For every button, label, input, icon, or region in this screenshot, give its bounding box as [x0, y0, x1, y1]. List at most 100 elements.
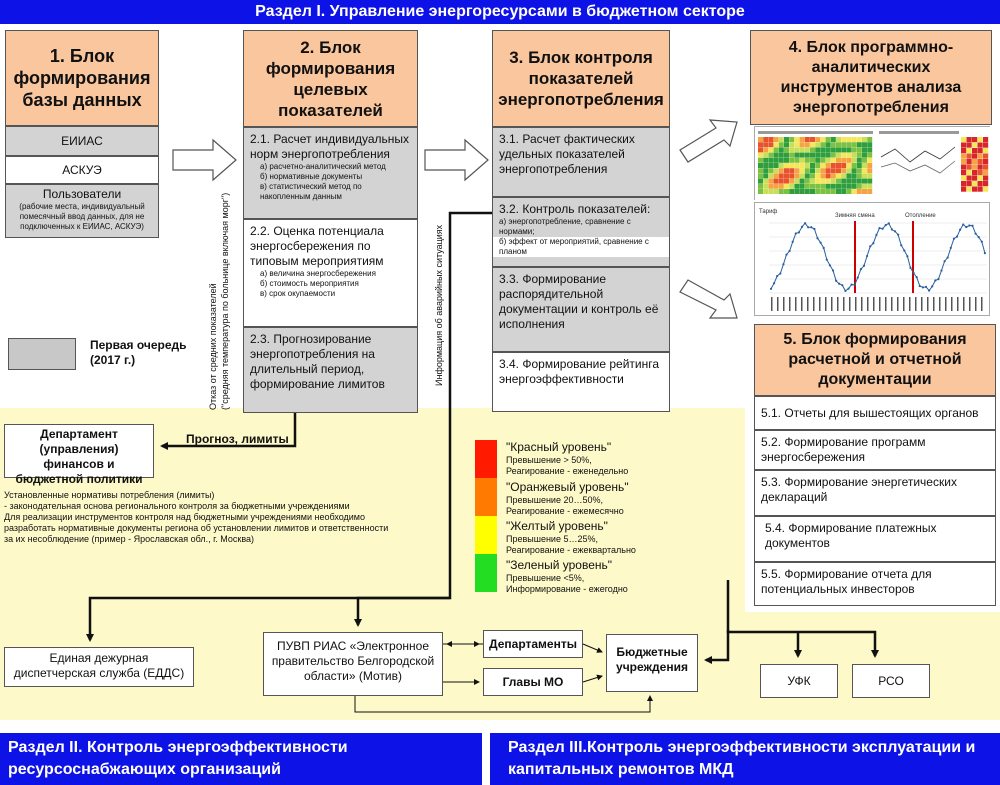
line-point	[838, 282, 841, 285]
heatmap-cell	[851, 142, 857, 148]
x-tick-label	[909, 297, 911, 311]
x-tick-label	[825, 297, 827, 311]
heatmap-cell	[977, 186, 983, 192]
heatmap-cell	[804, 147, 810, 153]
line-point	[788, 249, 791, 253]
line-point	[819, 241, 822, 244]
heatmap-cell	[810, 157, 815, 163]
heatmap-cell	[778, 137, 784, 142]
heatmap-cell	[977, 142, 983, 148]
heatmap-cell	[846, 142, 852, 148]
line-point	[816, 237, 819, 240]
heatmap-cell	[851, 147, 857, 153]
block5-item4: 5.4. Формирование платежных документов	[754, 516, 996, 562]
line-point	[946, 256, 949, 259]
heatmap-cell	[820, 189, 826, 194]
heatmap-cell	[851, 178, 857, 184]
heatmap-cell	[972, 181, 978, 187]
block5-title: 5. Блок формирования расчетной и отчетно…	[754, 324, 996, 396]
heatmap-cell	[784, 168, 789, 174]
heatmap-cell	[825, 147, 831, 153]
heatmap-cell	[794, 157, 800, 163]
level-red-text: "Красный уровень" Превышение > 50%, Реаг…	[506, 440, 629, 476]
heatmap-cell	[789, 163, 795, 168]
x-tick-label	[813, 297, 815, 311]
heatmap-cell	[810, 183, 815, 189]
heatmap-cell	[841, 189, 847, 194]
heatmap-cell	[983, 175, 989, 181]
heatmap-cell	[825, 163, 831, 168]
line-point	[773, 282, 776, 285]
block4-title: 4. Блок программно-аналитических инструм…	[750, 30, 992, 125]
line-point	[862, 264, 866, 267]
heatmap-cell	[851, 189, 857, 194]
heatmap-cell	[825, 173, 831, 179]
heatmap-cell	[830, 173, 836, 179]
x-tick-label	[795, 297, 797, 311]
heatmap-cell	[972, 186, 978, 192]
x-tick-label	[771, 297, 773, 311]
heatmap-cell	[961, 159, 967, 165]
heatmap-cell	[862, 168, 867, 174]
heatmap-cell	[784, 183, 789, 189]
heatmap-cell	[810, 168, 815, 174]
heatmap-cell	[961, 164, 967, 170]
heatmap-cell	[773, 173, 779, 179]
heatmap-cell	[815, 147, 821, 153]
heatmap-cell	[972, 159, 978, 165]
heatmap-cell	[856, 163, 862, 168]
heatmap-cell	[763, 147, 769, 153]
heatmap-cell	[799, 157, 805, 163]
heatmap-cell	[773, 142, 779, 148]
heatmap-cell	[758, 163, 763, 168]
block5-down	[726, 580, 879, 658]
heatmap-cell	[851, 157, 857, 163]
section-3-banner: Раздел III.Контроль энергоэффективности …	[490, 733, 1000, 785]
line-point	[835, 279, 838, 282]
forecast-arrow	[160, 413, 297, 450]
line-point	[866, 254, 869, 258]
heatmap-cell	[789, 178, 795, 184]
heatmap-cell	[983, 164, 989, 170]
heatmap-cell	[830, 147, 836, 153]
line-point	[977, 236, 980, 239]
heatmap-cell	[825, 157, 831, 163]
heatmap-cell	[820, 163, 826, 168]
heatmap-cell	[841, 168, 847, 174]
level-yellow-text: "Желтый уровень" Превышение 5…25%, Реаги…	[506, 519, 636, 555]
heatmap-cell	[966, 164, 972, 170]
heatmap-cell	[768, 142, 774, 148]
heatmap-cell	[846, 189, 852, 194]
heatmap-cell	[794, 163, 800, 168]
heatmap-cell	[778, 163, 784, 168]
line-point	[937, 278, 940, 281]
heatmap-cell	[773, 137, 779, 142]
heatmap-cell	[825, 152, 831, 158]
heatmap-cell	[846, 147, 852, 153]
chart-mark2: Отопление	[905, 213, 936, 219]
x-tick-label	[939, 297, 941, 311]
heatmap-cell	[846, 168, 852, 174]
heatmap-cell	[815, 183, 821, 189]
heatmap-cell	[820, 173, 826, 179]
heatmap-cell	[794, 137, 800, 142]
heatmap-cell	[768, 163, 774, 168]
heatmap-cell	[789, 157, 795, 163]
heatmap-cell	[773, 178, 779, 184]
x-tick-label	[777, 297, 779, 311]
heatmap-cell	[983, 137, 989, 143]
heatmap-cell	[820, 157, 826, 163]
line-point	[928, 289, 931, 292]
heatmap-cell	[856, 137, 862, 142]
x-tick-label	[957, 297, 959, 311]
heatmap-cell	[773, 168, 779, 174]
x-tick-label	[879, 297, 881, 311]
heatmap-cell	[763, 157, 769, 163]
heatmap-cell	[778, 157, 784, 163]
line-point	[776, 274, 779, 278]
heatmap-cell	[862, 157, 867, 163]
heatmap-cell	[977, 164, 983, 170]
line-point	[822, 246, 825, 250]
heatmap-cell	[768, 137, 774, 142]
